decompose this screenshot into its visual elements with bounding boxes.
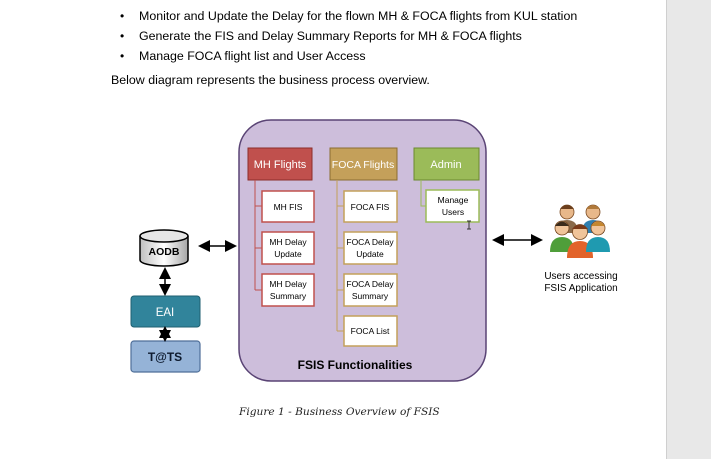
foca-fis-label: FOCA FIS xyxy=(351,202,390,212)
mh-delay-summary-label-line2: Summary xyxy=(270,291,307,301)
users-label-line2: FSIS Application xyxy=(544,283,617,294)
text-cursor-icon xyxy=(467,220,471,230)
bullet-item: •Generate the FIS and Delay Summary Repo… xyxy=(112,26,577,46)
foca-delay-update-label-line2: Update xyxy=(356,249,384,259)
mh-delay-summary-box: MH Delay Summary xyxy=(261,273,315,307)
bullet-item: •Manage FOCA flight list and User Access xyxy=(112,46,577,66)
admin-header-label: Admin xyxy=(430,159,461,171)
foca-delay-update-label-line1: FOCA Delay xyxy=(346,237,394,247)
foca-flights-header xyxy=(329,147,398,181)
mh-delay-update-box: MH Delay Update xyxy=(261,231,315,265)
foca-fis-box: FOCA FIS xyxy=(343,190,398,223)
foca-list-label: FOCA List xyxy=(351,326,390,336)
mh-fis-label: MH FIS xyxy=(274,202,303,212)
panel-title: FSIS Functionalities xyxy=(298,358,413,372)
eai-label: EAI xyxy=(156,307,175,319)
bullet-dot-icon: • xyxy=(120,29,125,43)
manage-users-label-line1: Manage xyxy=(438,195,469,205)
intro-paragraph: Below diagram represents the business pr… xyxy=(111,73,430,87)
aodb-label: AODB xyxy=(149,246,180,258)
manage-users-box: Manage Users xyxy=(425,189,480,223)
mh-flights-header xyxy=(247,147,313,181)
business-process-diagram: FSIS Functionalities MH Flights MH FIS M… xyxy=(130,119,618,382)
foca-flights-header-label: FOCA Flights xyxy=(332,159,394,171)
bullet-dot-icon: • xyxy=(120,9,125,23)
users-label-line1: Users accessing xyxy=(544,271,617,282)
admin-header xyxy=(413,147,480,181)
mh-fis-box: MH FIS xyxy=(261,190,315,223)
mh-delay-summary-label-line1: MH Delay xyxy=(269,279,307,289)
figure-caption: Figure 1 - Business Overview of FSIS xyxy=(239,406,440,418)
bullet-dot-icon: • xyxy=(120,49,125,63)
mh-delay-update-label-line2: Update xyxy=(274,249,302,259)
manage-users-label-line2: Users xyxy=(442,207,464,217)
bullet-item: •Monitor and Update the Delay for the fl… xyxy=(112,6,577,26)
bullet-list: •Monitor and Update the Delay for the fl… xyxy=(112,6,577,66)
aodb-cylinder-icon: AODB xyxy=(139,229,189,267)
tats-label: T@TS xyxy=(148,350,182,364)
foca-delay-update-box: FOCA Delay Update xyxy=(343,231,398,265)
users-group-icon xyxy=(550,204,610,258)
document-page: •Monitor and Update the Delay for the fl… xyxy=(111,6,618,418)
foca-delay-summary-label-line1: FOCA Delay xyxy=(346,279,394,289)
foca-list-box: FOCA List xyxy=(343,315,398,347)
right-gutter xyxy=(666,0,711,459)
foca-delay-summary-label-line2: Summary xyxy=(352,291,389,301)
mh-flights-header-label: MH Flights xyxy=(254,159,307,171)
mh-delay-update-label-line1: MH Delay xyxy=(269,237,307,247)
foca-delay-summary-box: FOCA Delay Summary xyxy=(343,273,398,307)
